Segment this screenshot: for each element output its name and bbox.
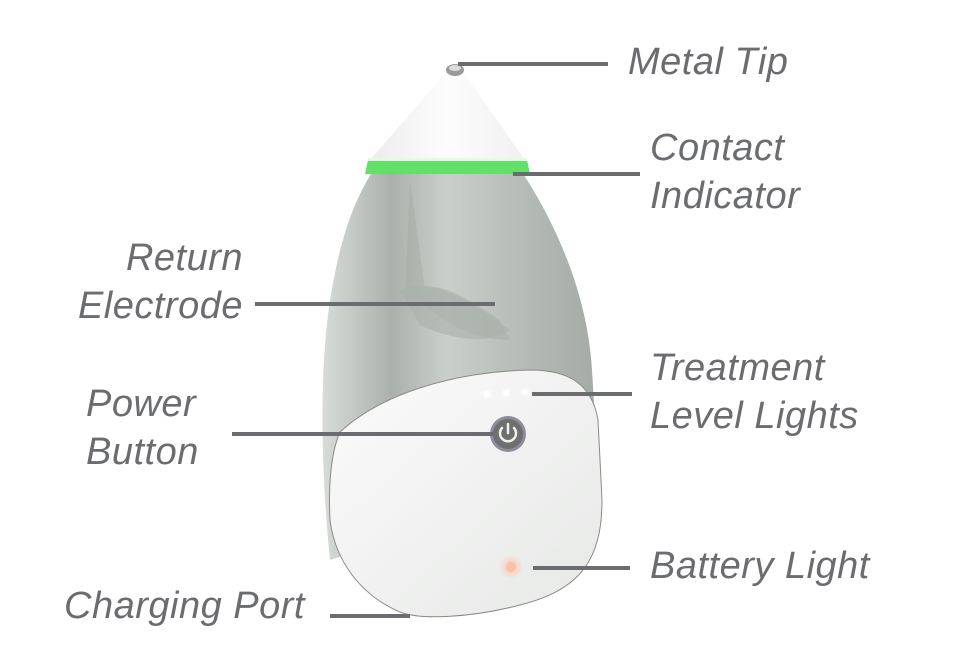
- tip-cone: [370, 70, 525, 160]
- contact-indicator-ring: [365, 160, 530, 174]
- power-button[interactable]: [490, 416, 526, 452]
- leader-charging-port: [330, 614, 410, 618]
- leader-power-button: [232, 432, 494, 436]
- label-contact-indicator: Contact Indicator: [650, 127, 801, 217]
- leader-return-electrode: [255, 302, 495, 306]
- label-treatment-level-lights: Treatment Level Lights: [650, 347, 859, 437]
- power-icon: [498, 426, 518, 443]
- leader-metal-tip: [458, 62, 608, 66]
- label-charging-port: Charging Port: [64, 585, 305, 627]
- label-power-button: Power Button: [86, 383, 199, 473]
- label-metal-tip: Metal Tip: [628, 41, 789, 83]
- label-battery-light: Battery Light: [650, 545, 870, 587]
- leader-battery-light: [533, 566, 630, 570]
- lower-shell: [329, 369, 603, 618]
- label-return-electrode: Return Electrode: [77, 237, 243, 327]
- leader-contact-indicator: [513, 172, 640, 176]
- leader-treatment-lights: [532, 392, 632, 396]
